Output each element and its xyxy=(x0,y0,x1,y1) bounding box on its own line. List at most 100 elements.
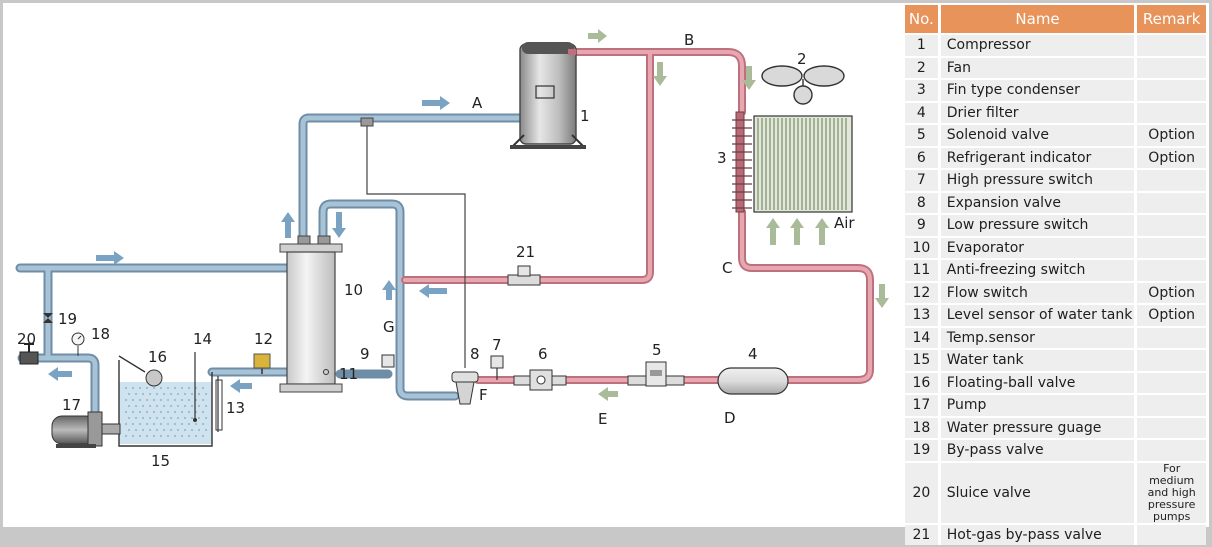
legend-cell-remark: Option xyxy=(1137,305,1206,326)
legend-cell-remark xyxy=(1137,57,1206,78)
label-A: A xyxy=(472,94,483,112)
legend-cell-no: 11 xyxy=(905,260,941,281)
legend-cell-remark xyxy=(1137,417,1206,438)
legend-cell-remark xyxy=(1137,372,1206,393)
evaporator xyxy=(279,235,343,393)
label-C: C xyxy=(722,259,732,277)
legend-cell-no: 12 xyxy=(905,282,941,303)
num-15: 15 xyxy=(151,452,170,470)
legend-cell-no: 19 xyxy=(905,440,941,461)
legend-cell-name: Pump xyxy=(940,395,1138,416)
legend-header-remark: Remark xyxy=(1137,5,1206,33)
legend-cell-no: 8 xyxy=(905,192,941,213)
legend-cell-name: High pressure switch xyxy=(940,170,1138,191)
legend-cell-name: Expansion valve xyxy=(940,192,1138,213)
high-pressure-switch xyxy=(490,355,504,380)
legend-cell-name: Compressor xyxy=(940,35,1138,56)
num-13: 13 xyxy=(226,399,245,417)
num-6: 6 xyxy=(538,345,548,363)
legend-cell-remark xyxy=(1137,170,1206,191)
legend-cell-name: Fin type condenser xyxy=(940,80,1138,101)
level-sensor xyxy=(215,376,223,432)
legend-cell-no: 15 xyxy=(905,350,941,371)
num-12: 12 xyxy=(254,330,273,348)
control-wires xyxy=(366,122,466,368)
num-7: 7 xyxy=(492,336,502,354)
legend-cell-no: 5 xyxy=(905,125,941,146)
legend-cell-remark xyxy=(1137,102,1206,123)
water-flow-arrows xyxy=(48,96,450,393)
legend-cell-remark xyxy=(1137,350,1206,371)
legend-cell-remark: Option xyxy=(1137,147,1206,168)
legend-cell-no: 17 xyxy=(905,395,941,416)
legend-cell-remark xyxy=(1137,327,1206,348)
legend-cell-remark: Option xyxy=(1137,282,1206,303)
water-pipes xyxy=(15,113,529,417)
refrigeration-system-diagram: A B C D E F G 1 2 3 4 5 6 7 8 9 10 11 12… xyxy=(15,29,889,470)
air-label: Air xyxy=(834,214,855,232)
legend-cell-name: Water pressure guage xyxy=(940,417,1138,438)
fin-type-condenser xyxy=(732,111,853,213)
legend-header-no: No. xyxy=(905,5,941,33)
legend-cell-name: By-pass valve xyxy=(940,440,1138,461)
legend-cell-name: Level sensor of water tank xyxy=(940,305,1138,326)
label-G: G xyxy=(383,318,395,336)
flow-switch xyxy=(253,353,271,374)
legend-header-name: Name xyxy=(940,5,1138,33)
component-number-labels: 1 2 3 4 5 6 7 8 9 10 11 12 13 14 15 16 1… xyxy=(17,50,855,470)
floating-ball-valve xyxy=(118,355,163,387)
legend-cell-remark: For medium and high pressure pumps xyxy=(1137,462,1206,523)
legend-cell-remark: Option xyxy=(1137,125,1206,146)
solenoid-valve xyxy=(627,361,685,387)
legend-cell-remark xyxy=(1137,440,1206,461)
legend-cell-name: Temp.sensor xyxy=(940,327,1138,348)
legend-cell-name: Low pressure switch xyxy=(940,215,1138,236)
legend-cell-no: 18 xyxy=(905,417,941,438)
legend-cell-no: 9 xyxy=(905,215,941,236)
sluice-valve xyxy=(19,343,39,365)
label-D: D xyxy=(724,409,736,427)
legend-cell-no: 21 xyxy=(905,524,941,545)
legend-cell-no: 2 xyxy=(905,57,941,78)
label-F: F xyxy=(479,386,488,404)
num-2: 2 xyxy=(797,50,807,68)
legend-cell-name: Evaporator xyxy=(940,237,1138,258)
num-8: 8 xyxy=(470,345,480,363)
water-tank xyxy=(118,360,213,447)
compressor xyxy=(509,42,587,149)
refrigerant-flow-arrows xyxy=(588,29,889,401)
legend-cell-no: 13 xyxy=(905,305,941,326)
num-4: 4 xyxy=(748,345,758,363)
num-10: 10 xyxy=(344,281,363,299)
legend-cell-remark xyxy=(1137,260,1206,281)
num-16: 16 xyxy=(148,348,167,366)
legend-cell-name: Water tank xyxy=(940,350,1138,371)
expansion-valve xyxy=(451,371,479,405)
legend-cell-no: 7 xyxy=(905,170,941,191)
legend-cell-remark xyxy=(1137,80,1206,101)
legend-cell-no: 14 xyxy=(905,327,941,348)
air-flow-arrows xyxy=(766,218,829,245)
legend-cell-remark xyxy=(1137,192,1206,213)
point-labels: A B C D E F G xyxy=(383,31,736,428)
legend-cell-name: Floating-ball valve xyxy=(940,372,1138,393)
water-pipe-fitting xyxy=(360,117,374,127)
water-pressure-gauge xyxy=(71,332,85,356)
legend-cell-no: 1 xyxy=(905,35,941,56)
legend-cell-remark xyxy=(1137,395,1206,416)
